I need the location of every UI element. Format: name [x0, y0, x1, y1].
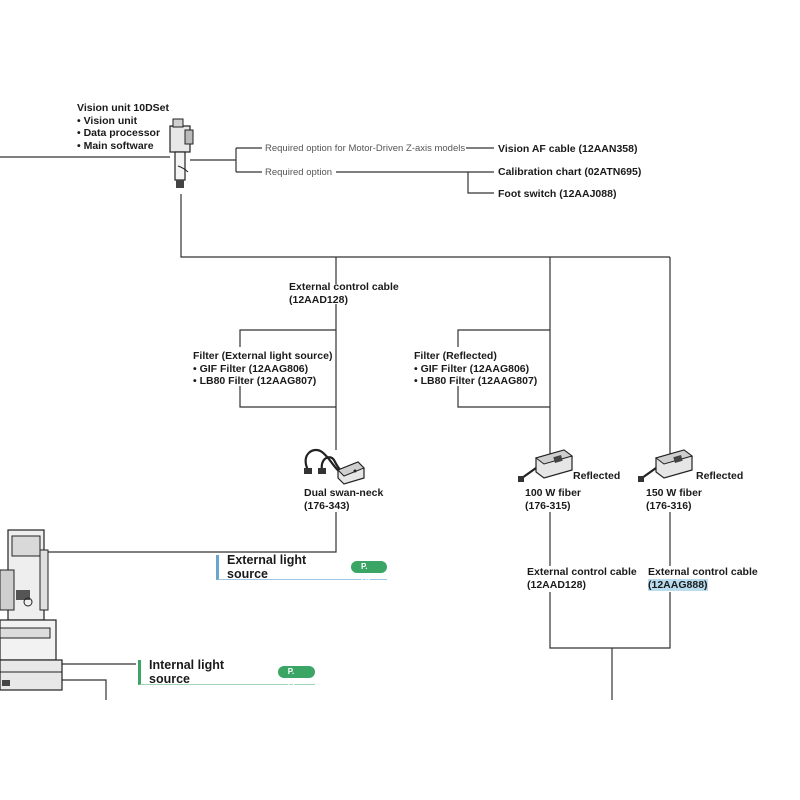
vision-unit-block: Vision unit 10DSet • Vision unit • Data … [77, 102, 169, 152]
cable-100-code: (12AAD128) [527, 578, 586, 591]
fiber-100-name: 100 W fiber [525, 487, 582, 499]
fiber-light-icon [638, 449, 694, 482]
filter-item: • LB80 Filter (12AAG807) [193, 375, 317, 387]
filter-item: • LB80 Filter (12AAG807) [414, 375, 538, 387]
fiber-100-block: 100 W fiber (176-315) [525, 487, 581, 512]
fiber-100-code: (176-315) [525, 499, 571, 512]
internal-light-source-heading: Internal light source P. 22 [138, 658, 315, 688]
vision-unit-title: Vision unit 10DSet [77, 102, 169, 114]
external-light-source-heading: External light source P. 23 [216, 553, 387, 583]
cable-label: External control cable [289, 281, 399, 293]
microscope-icon [0, 529, 63, 691]
vision-af-cable: Vision AF cable (12AAN358) [498, 143, 638, 155]
page-ref-badge[interactable]: P. 23 [351, 561, 387, 583]
calibration-chart: Calibration chart (02ATN695) [498, 166, 642, 178]
required-option-label: Required option [265, 167, 333, 178]
filter-external-block: Filter (External light source) • GIF Fil… [193, 350, 332, 388]
cable-100-block: External control cable (12AAD128) [527, 566, 637, 591]
external-control-cable-top: External control cable (12AAD128) [289, 281, 399, 306]
foot-switch: Foot switch (12AAJ088) [498, 188, 617, 200]
cable-code: (12AAD128) [289, 293, 348, 306]
swan-neck-light-icon [304, 448, 365, 485]
vision-unit-item: • Vision unit [77, 114, 138, 127]
dual-swan-neck-name: Dual swan-neck [304, 487, 384, 499]
filter-reflected-block: Filter (Reflected) • GIF Filter (12AAG80… [414, 350, 537, 388]
section-title: Internal light source [149, 658, 224, 686]
filter-item: • GIF Filter (12AAG806) [193, 362, 309, 375]
cable-150-label: External control cable [648, 566, 758, 578]
vision-unit-item: • Data processor [77, 127, 161, 139]
vision-unit-item: • Main software [77, 139, 154, 152]
fiber-light-icon [518, 449, 574, 482]
fiber-100-tag: Reflected [573, 470, 621, 482]
camera-unit-icon [169, 118, 194, 188]
dual-swan-neck-code: (176-343) [304, 499, 350, 512]
filter-reflected-title: Filter (Reflected) [414, 350, 497, 362]
cable-100-label: External control cable [527, 566, 637, 578]
cable-150-code: (12AAG888) [648, 578, 708, 591]
fiber-150-block: 150 W fiber (176-316) [646, 487, 702, 512]
motor-driven-option-label: Required option for Motor-Driven Z-axis … [265, 143, 466, 154]
fiber-150-tag: Reflected [696, 470, 744, 482]
fiber-150-name: 150 W fiber [646, 487, 703, 499]
fiber-150-code: (176-316) [646, 499, 692, 512]
cable-150-block: External control cable (12AAG888) [648, 566, 758, 591]
dual-swan-neck-block: Dual swan-neck (176-343) [304, 487, 383, 512]
section-title: External light source [227, 553, 307, 581]
filter-item: • GIF Filter (12AAG806) [414, 362, 530, 375]
page-ref-badge[interactable]: P. 22 [277, 666, 315, 688]
filter-external-title: Filter (External light source) [193, 350, 333, 362]
